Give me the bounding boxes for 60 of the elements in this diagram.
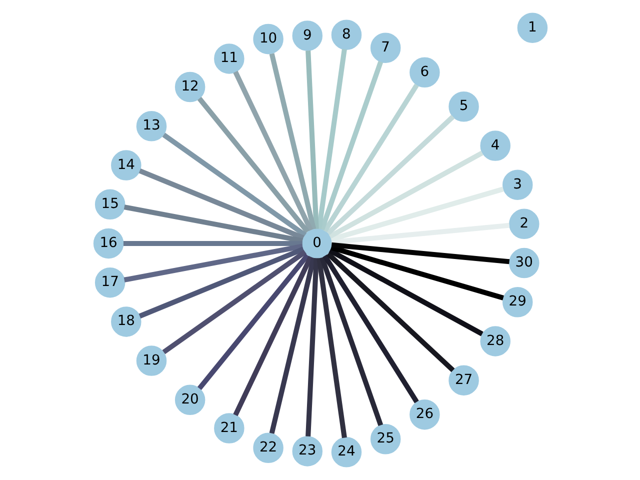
connector [322, 254, 418, 404]
node-circle: 23 [292, 436, 322, 466]
connector [162, 132, 306, 238]
node-circle: 16 [92, 228, 124, 259]
connector [328, 248, 483, 336]
node-circle: 3 [502, 170, 532, 200]
node-circle: 10 [252, 24, 283, 54]
connector [322, 84, 418, 233]
connector [123, 244, 302, 282]
node-circle: 22 [252, 432, 283, 464]
connector [196, 96, 309, 234]
connector [330, 222, 510, 245]
node-circle: 18 [110, 306, 141, 337]
connector [123, 204, 302, 244]
connector [268, 257, 316, 434]
node-circle: 19 [136, 346, 166, 376]
node-circle: 14 [110, 150, 141, 180]
connector [326, 252, 454, 372]
node-circle: 26 [409, 399, 440, 430]
node-circle: 9 [292, 20, 322, 51]
node-circle: 24 [330, 437, 362, 468]
connector [316, 48, 346, 230]
connector [319, 256, 383, 426]
connector [326, 114, 454, 236]
connector [232, 256, 313, 416]
connector [330, 245, 504, 300]
connector [330, 242, 510, 264]
node-circle: 12 [174, 72, 205, 102]
node-circle: 1 [516, 12, 548, 43]
node-circle: 0 [301, 228, 332, 259]
connector [162, 250, 306, 354]
connector [196, 254, 309, 390]
node-circle: 2 [508, 208, 539, 240]
node-circle: 15 [94, 189, 125, 220]
node-circle: 30 [508, 248, 539, 278]
connector [122, 240, 302, 246]
connector [328, 150, 483, 239]
connector [138, 168, 304, 240]
node-circle: 6 [409, 57, 440, 88]
connector [138, 246, 304, 318]
node-circle: 20 [174, 384, 205, 416]
node-circle: 25 [370, 424, 400, 454]
node-circle: 27 [448, 365, 478, 396]
node-circle: 28 [480, 326, 510, 356]
connector [232, 70, 313, 232]
node-circle: 21 [214, 413, 244, 444]
node-circle: 4 [480, 130, 510, 161]
connector [268, 53, 316, 230]
node-circle: 29 [502, 287, 532, 318]
node-circle: 5 [448, 92, 478, 122]
node-circle: 17 [94, 267, 125, 298]
node-circle: 13 [136, 111, 166, 142]
connector [316, 258, 346, 438]
connector [305, 258, 318, 436]
node-circle: 7 [370, 32, 400, 63]
node-circle: 8 [330, 20, 362, 50]
node-circle: 11 [214, 44, 244, 74]
connector [305, 50, 318, 229]
connector [330, 186, 504, 242]
connector [319, 60, 383, 230]
